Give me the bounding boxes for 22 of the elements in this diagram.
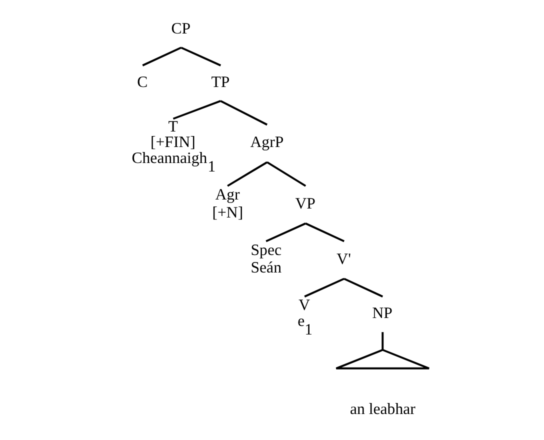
connector xyxy=(304,278,344,298)
connector xyxy=(220,100,268,126)
node-text: NP xyxy=(372,305,392,322)
node-text: VP xyxy=(294,195,315,212)
node-text: C xyxy=(136,74,148,91)
connector xyxy=(265,222,306,242)
connector xyxy=(381,332,384,350)
node-triangle xyxy=(334,348,430,370)
node-text: CP xyxy=(170,20,190,38)
node-text: Agr [+N] xyxy=(212,186,243,222)
connector xyxy=(226,161,268,187)
node-text: Spec Seán xyxy=(250,242,281,277)
connector xyxy=(142,46,182,66)
connector xyxy=(172,100,220,120)
connector xyxy=(304,222,344,242)
node-text: AgrP xyxy=(250,134,284,152)
connector xyxy=(266,161,306,187)
node-text: V' xyxy=(336,250,350,268)
node-text: TP xyxy=(210,74,230,91)
connector xyxy=(343,278,383,298)
connector xyxy=(180,46,221,66)
node-label: an leabhar xyxy=(350,400,415,418)
